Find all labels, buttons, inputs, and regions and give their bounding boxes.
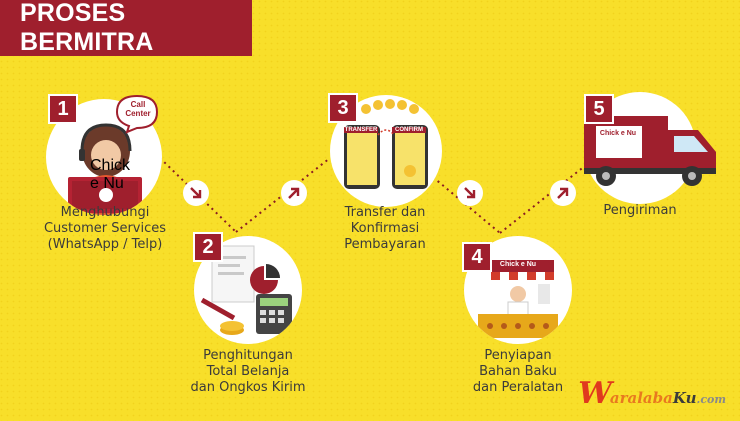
step-1-caption: Menghubungi Customer Services (WhatsApp … [30, 205, 180, 253]
step-3-number: 3 [328, 93, 358, 123]
arrow-2-to-3-icon [281, 180, 307, 206]
step-2-caption: Penghitungan Total Belanja dan Ongkos Ki… [178, 348, 318, 396]
step-4-caption: Penyiapan Bahan Baku dan Peralatan [446, 348, 590, 396]
watermark-suffix: .com [696, 393, 726, 406]
step-3-caption-line: Transfer dan [344, 205, 426, 220]
confirm-screen-label: CONFIRM [392, 127, 426, 133]
step-1-brand: Chick e Nu [90, 157, 131, 192]
step-3-caption-line: Konfirmasi [350, 221, 420, 236]
watermark-text: aralabaKu.com [610, 389, 726, 409]
step-1-caption-line: Customer Services [43, 221, 167, 236]
step-1-caption-line: (WhatsApp / Telp) [47, 237, 163, 252]
step-4-caption-line: Bahan Baku [479, 364, 557, 379]
stall-brand-label: Chick e Nu [499, 261, 537, 268]
step-4-number: 4 [462, 242, 492, 272]
arrow-3-to-4-icon [457, 180, 483, 206]
step-5-caption-line: Pengiriman [603, 203, 677, 218]
mobile-transfer-icon [344, 99, 428, 189]
step-3-illustration [330, 95, 442, 207]
step-1-number: 1 [48, 94, 78, 124]
step-2-caption-line: Penghitungan [203, 348, 293, 363]
transfer-screen-label: TRANSFER [344, 127, 378, 133]
call-center-agent-icon [68, 123, 142, 215]
step-3-caption: Transfer dan Konfirmasi Pembayaran [320, 205, 450, 253]
step-1-caption-line: Menghubungi [60, 205, 150, 220]
truck-brand-label: Chick e Nu [599, 130, 637, 137]
delivery-truck-icon [584, 116, 716, 186]
watermark-initial: W [578, 376, 612, 411]
step-2-caption-line: dan Ongkos Kirim [190, 380, 306, 395]
watermark-logo: W aralabaKu.com [578, 379, 726, 409]
step-3-caption-line: Pembayaran [344, 237, 426, 252]
food-stall-icon [478, 260, 558, 338]
step-2-caption-line: Total Belanja [206, 364, 290, 379]
call-center-badge: Call Center [115, 94, 159, 134]
arrow-4-to-5-icon [550, 180, 576, 206]
step-5-number: 5 [584, 94, 614, 124]
arrow-1-to-2-icon [183, 180, 209, 206]
step-4-caption-line: Penyiapan [484, 348, 552, 363]
page-title: PROSES BERMITRA [0, 0, 252, 56]
step-2-number: 2 [193, 232, 223, 262]
step-5-caption: Pengiriman [580, 203, 700, 219]
watermark-accent: Ku [672, 389, 697, 407]
watermark-main: aralaba [609, 389, 673, 407]
step-4-caption-line: dan Peralatan [472, 380, 564, 395]
call-center-label: Call Center [125, 100, 151, 118]
